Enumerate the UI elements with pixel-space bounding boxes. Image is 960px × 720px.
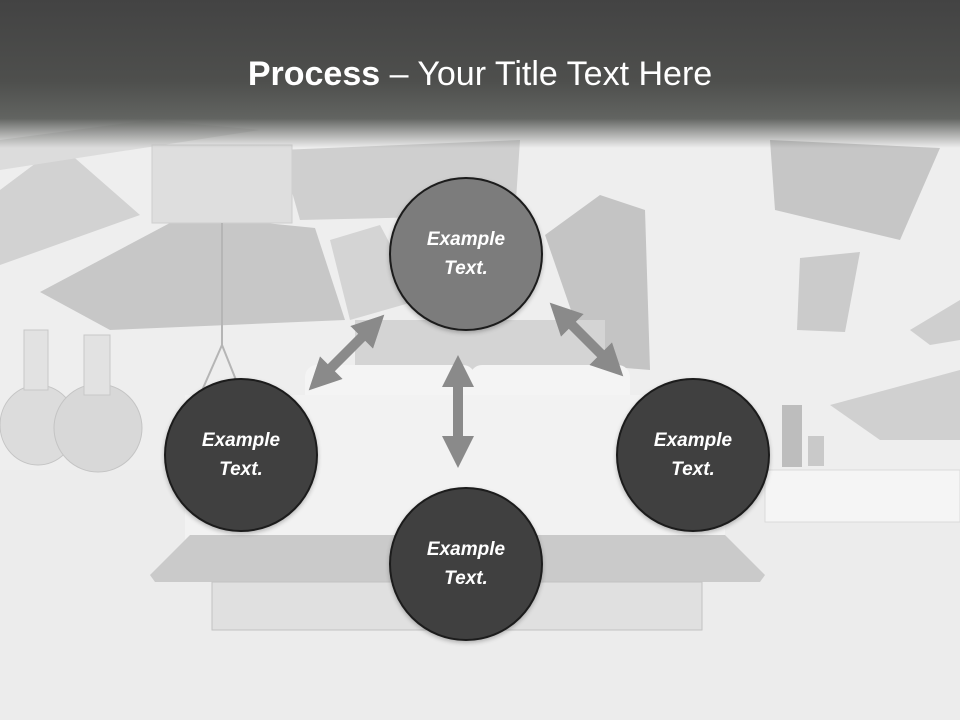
slide-title: Process – Your Title Text Here	[0, 52, 960, 96]
title-bar	[0, 0, 960, 148]
node-right: Example Text.	[616, 378, 770, 532]
node-top: Example Text.	[389, 177, 543, 331]
node-bottom-line1: Example	[426, 539, 506, 560]
title-bold: Process	[247, 55, 381, 93]
node-left-line1: Example	[201, 430, 281, 451]
arrow-top-right	[549, 302, 624, 377]
node-bottom: Example Text.	[389, 487, 543, 641]
node-left-line2: Text.	[219, 459, 263, 480]
title-rest: – Your Title Text Here	[380, 55, 713, 93]
node-top-line1: Example	[426, 229, 506, 250]
node-right-line1: Example	[653, 430, 733, 451]
node-top-line2: Text.	[444, 258, 488, 279]
arrow-top-left	[308, 314, 385, 391]
node-bottom-line2: Text.	[444, 568, 488, 589]
node-right-line2: Text.	[671, 459, 715, 480]
node-left: Example Text.	[164, 378, 318, 532]
